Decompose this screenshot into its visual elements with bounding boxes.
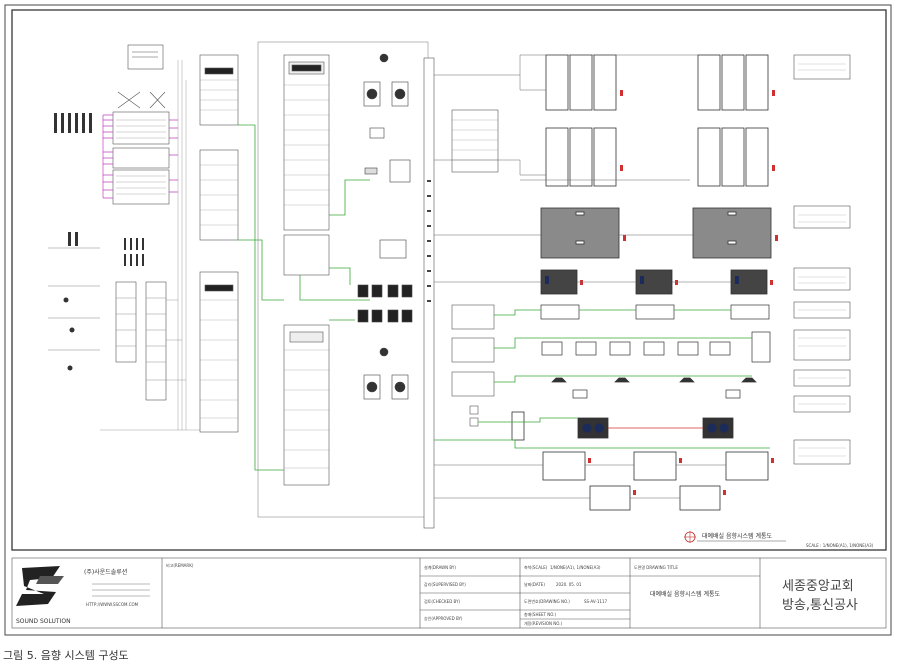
remark-label: 비고(REMARK) — [166, 562, 194, 568]
monitor-speaker-group-top — [363, 53, 411, 183]
stage-input-zone — [48, 44, 200, 431]
dsp-rack-lower — [283, 324, 330, 486]
company-name: (주)사운드솔루션 — [84, 568, 127, 576]
approved-label: 승인(APPROVED BY) — [424, 615, 463, 621]
scale-value: 1/NONE(A1), 1/NONE(A3) — [550, 565, 601, 570]
drawing-title-label: 도면명 DRAWING TITLE — [634, 564, 678, 570]
subwoofer-panels — [540, 207, 772, 259]
output-wiring — [434, 54, 731, 499]
project-line2: 방송,통신공사 — [782, 598, 858, 613]
wireless-mic-group — [63, 232, 144, 371]
monitor-speaker-group-bottom — [363, 347, 409, 400]
scale-note: SCALE : 1/NONE(A1), 1/NONE(A3) — [806, 543, 874, 548]
dsp-rack-main — [283, 54, 330, 231]
mic-row-top — [54, 113, 92, 133]
stage-box-2 — [112, 147, 170, 169]
dwg-no-value: SS-AV-1117 — [584, 599, 607, 604]
wireless-receiver-stack-2 — [145, 281, 167, 401]
amp-block-upper — [451, 109, 499, 173]
drawing-title-value: 대예배실 음향시스템 계통도 — [650, 590, 721, 598]
red-connectors — [580, 90, 778, 495]
revision-label: 개정(REVISION NO.) — [524, 620, 563, 626]
mic-cable-cross — [117, 91, 166, 109]
amp-block-lower — [451, 304, 495, 427]
io-rack-3 — [199, 271, 239, 433]
fill-speakers-dark — [540, 269, 768, 295]
center-monitors — [511, 411, 734, 441]
legend-column — [793, 54, 851, 465]
line-array-right — [697, 54, 769, 187]
drawn-label: 설계(DRAWN BY) — [424, 564, 456, 570]
figure-caption: 그림 5. 음향 시스템 구성도 — [3, 649, 129, 662]
company-logo-text: SOUND SOLUTION — [16, 618, 71, 625]
supervised-label: 감리(SUPERVISED BY) — [424, 581, 466, 587]
drawing-frame-inner — [11, 9, 887, 551]
stage-box-3 — [112, 169, 170, 205]
ceiling-speakers — [551, 377, 757, 399]
checked-label: 검토(CHECKED BY) — [424, 598, 461, 604]
dwg-no-label: 도면번호(DRAWING NO.) — [524, 598, 570, 604]
wireless-receiver-stack-1 — [115, 281, 137, 363]
mixer-rack-column — [199, 41, 429, 518]
dsp-rack-mid — [283, 234, 330, 276]
delay-speakers — [540, 304, 771, 363]
title-block — [11, 557, 887, 629]
monitor-speaker-group-mid — [357, 239, 413, 323]
sheet-label: 총매(SHEET NO.) — [524, 611, 556, 617]
company-address-lines — [92, 583, 150, 597]
project-line1: 세종중앙교회 — [782, 579, 854, 594]
diagram-title: 대예배실 음향시스템 계통도 — [702, 532, 773, 540]
bottom-speakers — [542, 451, 769, 511]
company-url: HTTP://WWW.SSCOM.COM — [86, 602, 139, 607]
green-output-wiring — [434, 309, 770, 449]
stage-box-1 — [112, 111, 170, 145]
date-value: 2020. 05. 01 — [556, 582, 582, 587]
patch-bus — [423, 57, 435, 529]
diagram-title-mark — [684, 531, 786, 543]
scale-label: 축척(SCALE) — [524, 564, 548, 570]
company-logo — [16, 566, 64, 606]
date-label: 날짜(DATE) — [524, 581, 545, 587]
